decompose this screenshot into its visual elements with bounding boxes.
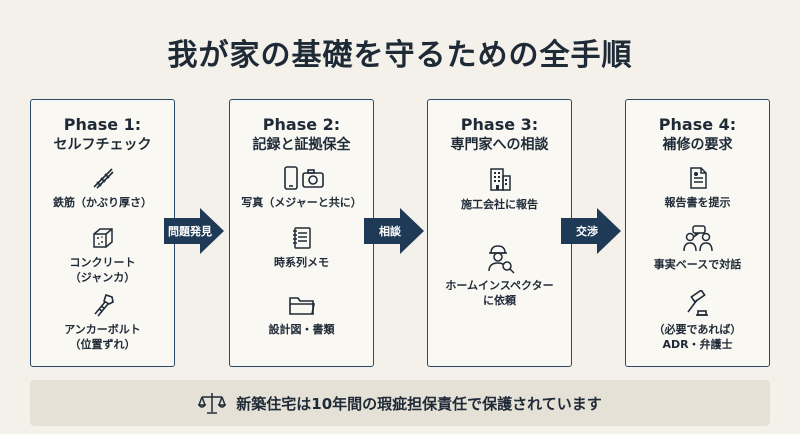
phase-2-item-documents: 設計図・書類 <box>230 292 373 337</box>
phase-3-item-report: 施工会社に報告 <box>428 165 571 212</box>
phase-3-item-inspector: ホームインスペクター に依頼 <box>428 242 571 308</box>
phase-1-item-3-label: アンカーボルト （位置ずれ） <box>64 323 141 351</box>
phase-4-subtitle: 補修の要求 <box>662 137 733 153</box>
footer-banner: 新築住宅は10年間の瑕疵担保責任で保護されています <box>30 380 770 426</box>
scales-icon <box>198 393 227 414</box>
phase-1-item-rebar: 鉄筋（かぶり厚さ） <box>31 165 174 210</box>
phase-3-item-1-label: 施工会社に報告 <box>461 198 538 211</box>
phase-2-item-3-label: 設計図・書類 <box>268 323 335 336</box>
phase-4-item-3-label: （必要であれば） ADR・弁護士 <box>653 323 742 351</box>
phase-2-label: Phase 2: <box>262 115 341 134</box>
phase-1-item-concrete: コンクリート （ジャンカ） <box>31 225 174 285</box>
rebar-icon <box>92 168 114 189</box>
phase-4-item-adr: （必要であれば） ADR・弁護士 <box>626 290 769 352</box>
phase-3-card: Phase 3: 専門家への相談 施工会社に報告 <box>427 99 572 367</box>
phase-2-item-memo: 時系列メモ <box>230 225 373 270</box>
arrow-problem-found: 問題発見 <box>164 208 224 254</box>
page-title: 我が家の基礎を守るための全手順 <box>167 38 633 73</box>
arrow-1-label: 問題発見 <box>168 225 212 238</box>
phase-3-subtitle: 専門家への相談 <box>450 137 549 153</box>
notebook-icon <box>292 227 311 249</box>
phone-camera-icon <box>283 166 324 190</box>
phase-4-item-1-label: 報告書を提示 <box>664 196 731 209</box>
gavel-icon <box>686 290 708 316</box>
phase-3-item-2-label: ホームインスペクター に依頼 <box>445 279 554 307</box>
concrete-block-icon <box>92 228 113 248</box>
phase-3-label: Phase 3: <box>460 115 539 134</box>
anchor-bolt-icon <box>93 293 114 317</box>
phase-1-item-anchor: アンカーボルト （位置ずれ） <box>31 292 174 352</box>
phase-2-card: Phase 2: 記録と証拠保全 写真（メジャーと共に） <box>229 99 374 367</box>
report-icon <box>689 167 707 189</box>
arrow-negotiate: 交渉 <box>561 208 621 254</box>
phase-2-item-2-label: 時系列メモ <box>274 256 329 269</box>
phase-2-subtitle: 記録と証拠保全 <box>252 137 351 153</box>
phase-1-item-1-label: 鉄筋（かぶり厚さ） <box>53 196 152 209</box>
phase-4-item-report: 報告書を提示 <box>626 165 769 210</box>
phase-2-item-1-label: 写真（メジャーと共に） <box>241 196 362 209</box>
arrow-3-label: 交渉 <box>576 225 598 238</box>
phase-4-card: Phase 4: 補修の要求 報告書を提示 事実ベースで対話 <box>625 99 770 367</box>
phase-1-label: Phase 1: <box>63 115 142 134</box>
inspector-icon <box>487 245 515 274</box>
phase-1-subtitle: セルフチェック <box>53 137 152 153</box>
phase-1-item-2-label: コンクリート （ジャンカ） <box>69 256 136 284</box>
phase-4-label: Phase 4: <box>658 115 737 134</box>
phase-2-item-photo: 写真（メジャーと共に） <box>230 165 373 210</box>
arrow-consult: 相談 <box>364 208 424 254</box>
arrow-2-label: 相談 <box>379 225 401 238</box>
phase-4-item-2-label: 事実ベースで対話 <box>653 258 742 271</box>
dialogue-icon <box>682 225 713 252</box>
footer-text: 新築住宅は10年間の瑕疵担保責任で保護されています <box>236 394 602 413</box>
phase-4-item-dialogue: 事実ベースで対話 <box>626 225 769 272</box>
building-icon <box>489 168 511 191</box>
phase-1-card: Phase 1: セルフチェック 鉄筋（かぶり厚さ） <box>30 99 175 367</box>
folder-icon <box>288 297 315 315</box>
